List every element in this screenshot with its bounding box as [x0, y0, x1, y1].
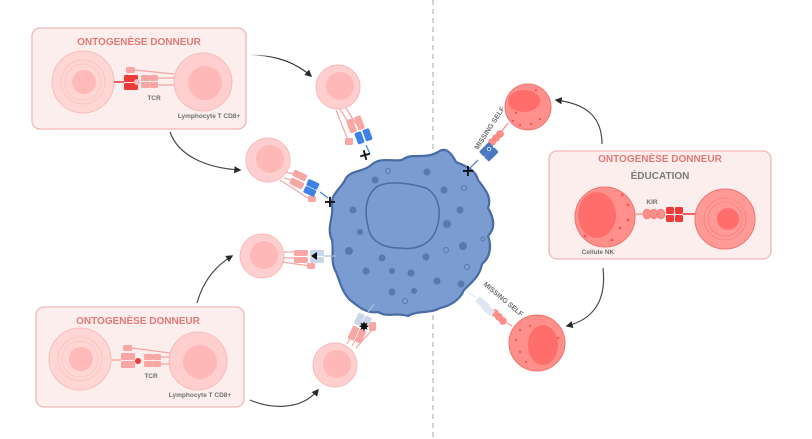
- nk-cell-bottom: MISSING SELF: [467, 281, 566, 372]
- nk-cell-top: MISSING SELF +: [461, 83, 552, 180]
- cell-label: Cellule NK: [582, 249, 615, 256]
- arrow-box-to-top-nk: [554, 97, 603, 145]
- arrow-box-to-bottom-tcell: [249, 388, 319, 407]
- target-cell: [328, 148, 495, 318]
- kir-label: KIR: [646, 199, 658, 206]
- tcr-label: TCR: [147, 95, 161, 102]
- box-subtitle: ÉDUCATION: [631, 169, 690, 182]
- arrow-box-to-bottom-nk: [565, 267, 605, 329]
- cross-icon: +: [356, 144, 374, 166]
- kir-receptor: [635, 208, 666, 220]
- t-cell-bottom: ✸: [312, 303, 376, 388]
- t-cell: [173, 52, 233, 112]
- target-nucleus: [365, 182, 440, 250]
- box-title: ONTOGENÈSE DONNEUR: [76, 314, 200, 327]
- box-right: ONTOGENÈSE DONNEUR ÉDUCATION: [548, 150, 772, 260]
- donor-cell: [48, 327, 112, 391]
- box-bottom-left: ONTOGENÈSE DONNEUR TCR Lymphocyte T CD8+: [35, 306, 245, 408]
- mhc-tcr-complex: [111, 345, 171, 368]
- t-cell-mid-left: +: [245, 137, 337, 211]
- cross-icon: +: [323, 192, 336, 211]
- arrow-box-to-mid-tcell: [169, 131, 242, 174]
- arrow-box-to-top-tcell: [249, 54, 313, 77]
- nk-cell: [574, 186, 636, 248]
- box-title: ONTOGENÈSE DONNEUR: [598, 152, 722, 165]
- mhc-tcr-complex: [114, 67, 175, 90]
- granules: [345, 168, 486, 304]
- box-top-left: ONTOGENÈSE DONNEUR TCR Lymphocyte T: [31, 27, 247, 130]
- arrows: [169, 54, 605, 407]
- cell-label: Lymphocyte T CD8+: [169, 392, 232, 399]
- donor-cell: [694, 188, 756, 250]
- tcr-label: TCR: [144, 373, 158, 380]
- star-burst-icon: ✸: [359, 320, 370, 335]
- cell-label: Lymphocyte T CD8+: [178, 113, 241, 120]
- box-title: ONTOGENÈSE DONNEUR: [77, 35, 201, 48]
- arrowhead-icon: [311, 252, 317, 260]
- cross-icon: +: [461, 161, 474, 180]
- t-cell-lower-left: [239, 233, 336, 279]
- donor-cell: [51, 50, 115, 114]
- hla-ligand: [666, 207, 696, 222]
- t-cell-top: +: [315, 64, 374, 166]
- arrow-box-to-lower-tcell: [196, 255, 234, 304]
- t-cell: [168, 331, 228, 391]
